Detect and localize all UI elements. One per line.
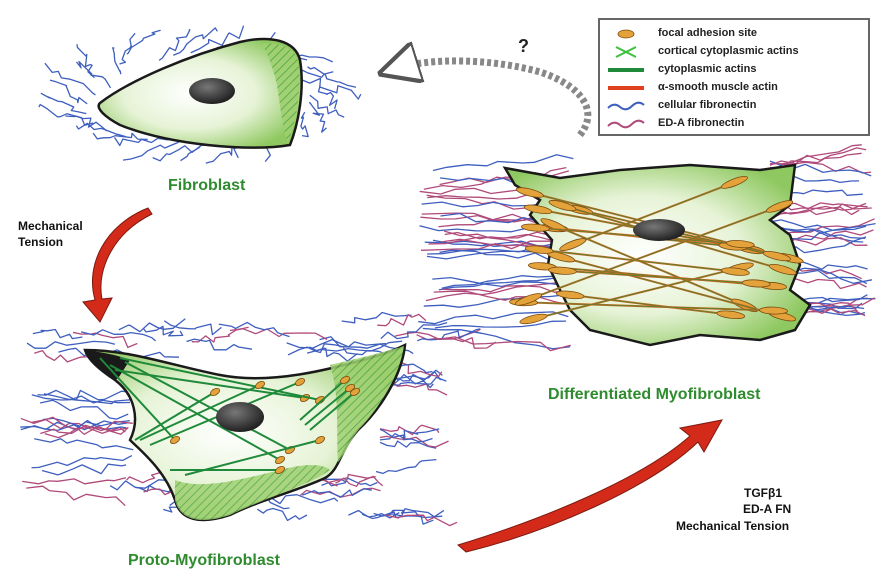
legend-swatch bbox=[606, 44, 646, 60]
fibronectin-fiber bbox=[257, 509, 307, 521]
legend-swatch bbox=[606, 80, 646, 96]
fibronectin-fiber bbox=[127, 30, 161, 54]
fibronectin-fiber bbox=[159, 30, 190, 61]
question-mark: ? bbox=[518, 36, 529, 57]
fibronectin-fiber bbox=[27, 341, 115, 348]
fibroblast-cell bbox=[39, 26, 361, 163]
fibronectin-fiber bbox=[81, 330, 156, 341]
legend-swatch bbox=[606, 62, 646, 78]
fibronectin-fiber bbox=[26, 486, 125, 506]
legend-label: cytoplasmic actins bbox=[658, 63, 756, 75]
tgf-label-line2: ED-A FN bbox=[743, 502, 791, 516]
fibronectin-fiber bbox=[335, 476, 382, 486]
fibronectin-fiber bbox=[113, 48, 121, 74]
legend-item: cytoplasmic actins bbox=[606, 62, 866, 78]
legend-label: focal adhesion site bbox=[658, 27, 757, 39]
fibronectin-fiber bbox=[187, 339, 252, 350]
fibronectin-fiber bbox=[22, 478, 126, 484]
fibronectin-fiber bbox=[308, 67, 356, 87]
differentiated-myofibroblast-label: Differentiated Myofibroblast bbox=[548, 386, 760, 404]
legend-label: ED-A fibronectin bbox=[658, 117, 744, 129]
fibronectin-fiber bbox=[33, 330, 83, 339]
legend-item: α-smooth muscle actin bbox=[606, 80, 866, 96]
tgf-label-line3: Mechanical Tension bbox=[676, 519, 789, 533]
proto-nucleus bbox=[216, 402, 264, 432]
legend-box: focal adhesion site cortical cytoplasmic … bbox=[598, 18, 870, 136]
cortical-actin-swatch bbox=[616, 47, 636, 57]
legend-label: cortical cytoplasmic actins bbox=[658, 45, 799, 57]
fibronectin-fiber bbox=[380, 425, 439, 434]
fibronectin-fiber bbox=[433, 155, 573, 171]
legend-swatch bbox=[606, 116, 646, 132]
fibronectin-fiber bbox=[376, 460, 436, 474]
fibroblast-nucleus bbox=[189, 78, 235, 104]
wave-swatch bbox=[608, 121, 644, 128]
differentiated-nucleus bbox=[633, 219, 685, 241]
legend-item: cellular fibronectin bbox=[606, 98, 866, 114]
dashed-return-arrow bbox=[398, 61, 588, 135]
fibronectin-fiber bbox=[45, 63, 96, 95]
mechanical-label-line2: Tension bbox=[18, 235, 63, 249]
fibronectin-fiber bbox=[230, 329, 327, 340]
tgf-label-line1: TGFβ1 bbox=[744, 486, 782, 500]
fibronectin-fiber bbox=[435, 321, 566, 328]
proto-myofibroblast-label: Proto-Myofibroblast bbox=[128, 552, 280, 570]
fibronectin-fiber bbox=[42, 464, 126, 475]
mechanical-tension-arrow bbox=[83, 208, 152, 322]
fibronectin-fiber bbox=[119, 319, 185, 332]
fibronectin-fiber bbox=[40, 400, 128, 419]
fibronectin-fiber bbox=[41, 93, 87, 113]
fibronectin-fiber bbox=[380, 441, 436, 448]
legend-item: ED-A fibronectin bbox=[606, 116, 866, 132]
fibroblast-label: Fibroblast bbox=[168, 177, 245, 195]
fibronectin-fiber bbox=[39, 105, 93, 126]
legend-label: α-smooth muscle actin bbox=[658, 81, 778, 93]
fibronectin-fiber bbox=[381, 323, 447, 339]
wave-swatch bbox=[608, 103, 644, 110]
legend-item: cortical cytoplasmic actins bbox=[606, 44, 866, 60]
fibronectin-fiber bbox=[301, 112, 308, 136]
fibronectin-fiber bbox=[119, 33, 135, 64]
legend-swatch bbox=[606, 98, 646, 114]
legend-label: cellular fibronectin bbox=[658, 99, 756, 111]
differentiated-myofibroblast-cell bbox=[418, 145, 875, 351]
fibronectin-fiber bbox=[319, 86, 338, 109]
fibronectin-fiber bbox=[153, 145, 211, 161]
fibronectin-fiber bbox=[73, 332, 137, 347]
legend-item: focal adhesion site bbox=[606, 26, 866, 42]
fibronectin-fiber bbox=[299, 78, 361, 99]
fibronectin-fiber bbox=[77, 62, 111, 88]
fibronectin-fiber bbox=[342, 313, 412, 323]
fibronectin-fiber bbox=[77, 44, 95, 77]
focal-adhesion-swatch bbox=[618, 30, 634, 38]
fibronectin-fiber bbox=[93, 133, 147, 139]
mechanical-label-line1: Mechanical bbox=[18, 219, 83, 233]
legend-swatch bbox=[606, 26, 646, 42]
proto-myofibroblast-cell bbox=[20, 313, 496, 526]
fibronectin-fiber bbox=[34, 439, 133, 450]
